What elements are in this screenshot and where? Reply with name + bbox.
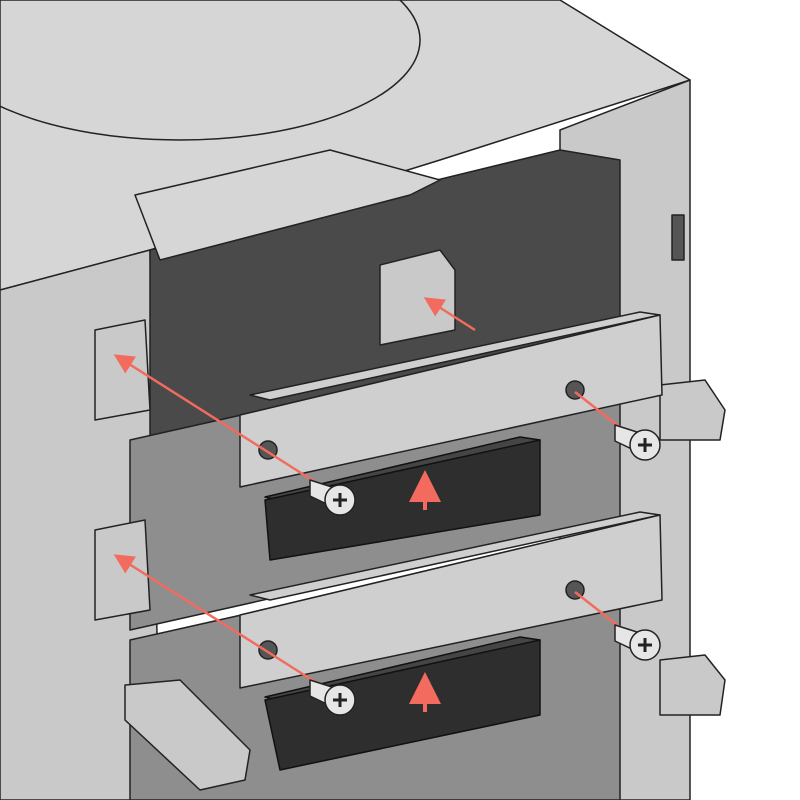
phillips-cross-icon [638,638,652,652]
plate-lower [239,511,663,689]
top-tab-flap [134,149,441,261]
top-circular-recess [0,0,421,141]
center-boss [379,249,456,346]
right-slot [671,214,685,261]
left-mount-upper [94,319,151,421]
screw [614,424,661,461]
left-mount-lower [94,519,151,621]
right-bracket-upper [659,379,726,441]
phillips-cross-icon [333,493,347,507]
plate-lower-front [239,514,663,689]
bottom-rail [124,679,251,791]
plate-upper-front [239,314,663,488]
screws [309,424,661,716]
phillips-cross-icon [638,438,652,452]
phillips-cross-icon [333,693,347,707]
right-bracket-lower [659,654,726,716]
sensor-bar-lower-front [264,639,541,771]
arrow-plate-upper-boss [423,297,476,332]
screw [614,624,661,661]
screw [309,479,356,516]
arrow-screw-lower-left [113,554,321,687]
plate-upper [239,311,663,488]
arrow-screw-upper-left [113,354,321,487]
screw [309,679,356,716]
sensor-bar-upper-front [264,439,541,561]
